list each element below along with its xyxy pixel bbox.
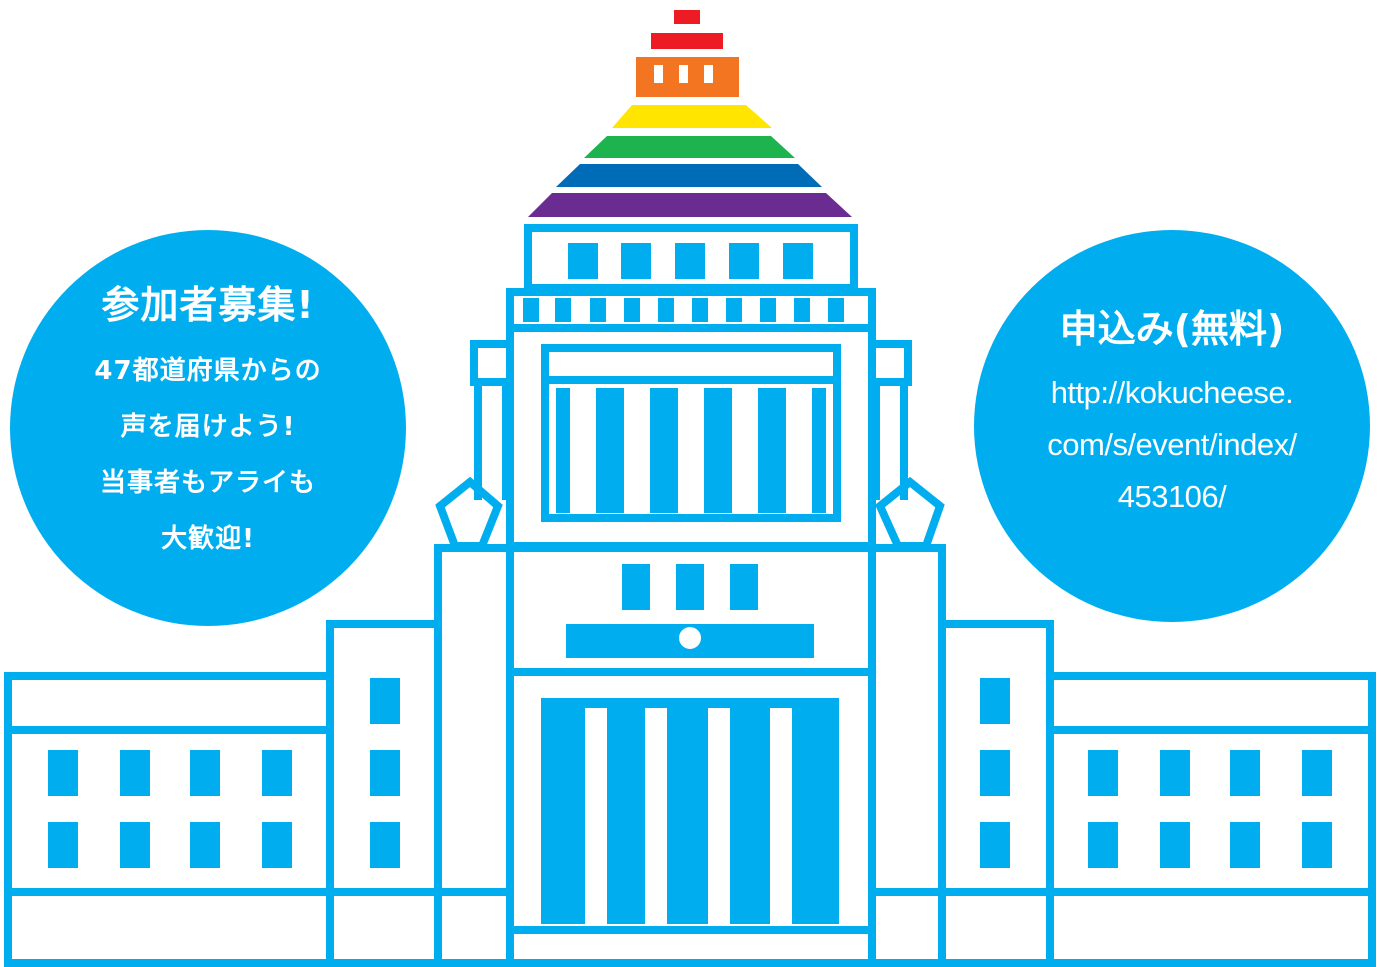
recruitment-line: 大歓迎! [161,523,255,554]
recruitment-line: 当事者もアライも [99,467,316,498]
registration-url-line[interactable]: 453106/ [1117,478,1227,514]
recruitment-line: 声を届けよう! [120,411,296,442]
registration-url-line[interactable]: http://kokucheese. [1050,374,1294,410]
building-outline [4,224,1376,967]
rainbow-dome [528,10,852,217]
recruitment-line: 47都道府県からの [94,355,322,386]
registration-title: 申込み(無料) [1059,307,1285,352]
registration-url-line[interactable]: com/s/event/index/ [1047,426,1297,462]
registration-bubble: 申込み(無料) http://kokucheese. com/s/event/i… [974,230,1370,622]
recruitment-title: 参加者募集! [101,283,315,328]
recruitment-bubble: 参加者募集! 47都道府県からの 声を届けよう! 当事者もアライも 大歓迎! [10,230,406,626]
entrance-columns [585,627,792,924]
